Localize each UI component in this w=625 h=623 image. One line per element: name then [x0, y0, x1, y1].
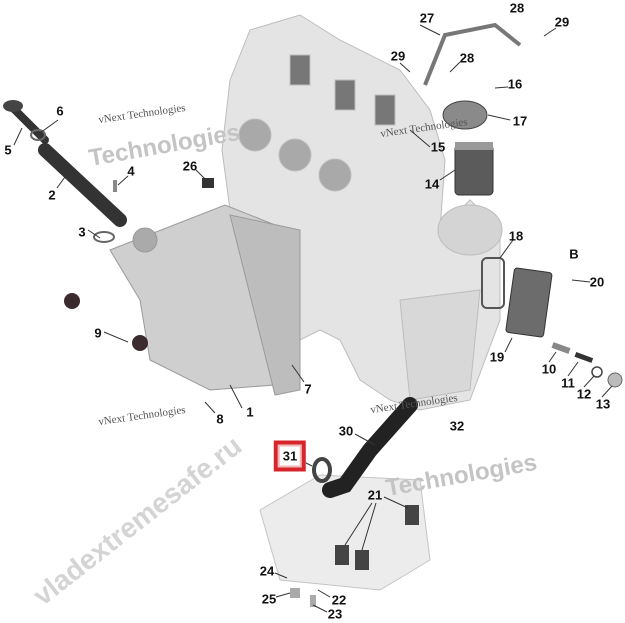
callout-part-12[interactable]: 12 [576, 386, 592, 402]
callout-part-29[interactable]: 29 [390, 48, 406, 64]
callout-part-1[interactable]: 1 [246, 404, 254, 420]
callout-part-6[interactable]: 6 [56, 103, 64, 119]
screens-21 [335, 505, 419, 570]
dipstick-tube [38, 143, 127, 227]
callout-part-10[interactable]: 10 [541, 361, 557, 377]
callout-part-31[interactable]: 31 [273, 440, 307, 472]
callout-part-B[interactable]: B [569, 246, 579, 262]
callout-part-3[interactable]: 3 [78, 224, 86, 240]
callout-part-19[interactable]: 19 [489, 349, 505, 365]
callout-part-5[interactable]: 5 [4, 142, 12, 158]
callout-part-9[interactable]: 9 [94, 325, 102, 341]
callout-part-2[interactable]: 2 [48, 187, 56, 203]
callout-part-23[interactable]: 23 [327, 606, 343, 622]
callout-part-4[interactable]: 4 [127, 163, 135, 179]
callout-part-20[interactable]: 20 [589, 274, 605, 290]
callout-part-7[interactable]: 7 [304, 381, 312, 397]
callout-part-25[interactable]: 25 [261, 591, 277, 607]
callout-part-13[interactable]: 13 [595, 396, 611, 412]
callout-part-8[interactable]: 8 [216, 411, 224, 427]
callout-part-28[interactable]: 28 [459, 50, 475, 66]
callout-part-32[interactable]: 32 [449, 418, 465, 434]
callout-part-16[interactable]: 16 [507, 76, 523, 92]
cover-1 [109, 204, 301, 396]
callout-part-15[interactable]: 15 [430, 139, 446, 155]
callout-part-30[interactable]: 30 [338, 423, 354, 439]
oil-line-27 [423, 22, 522, 86]
o-ring-31 [312, 457, 332, 483]
callout-part-18[interactable]: 18 [508, 228, 524, 244]
oil-pan [259, 474, 431, 591]
callout-part-17[interactable]: 17 [512, 113, 528, 129]
callout-part-11[interactable]: 11 [561, 375, 575, 391]
hose-30 [322, 397, 418, 498]
callout-part-28[interactable]: 28 [509, 0, 525, 16]
callout-part-24[interactable]: 24 [259, 563, 275, 579]
leader-lines [13, 24, 613, 613]
callout-part-29[interactable]: 29 [554, 14, 570, 30]
callout-part-22[interactable]: 22 [331, 592, 347, 608]
callout-part-27[interactable]: 27 [419, 10, 435, 26]
callout-part-21[interactable]: 21 [367, 487, 383, 503]
callout-part-14[interactable]: 14 [424, 176, 440, 192]
callout-part-26[interactable]: 26 [182, 158, 198, 174]
